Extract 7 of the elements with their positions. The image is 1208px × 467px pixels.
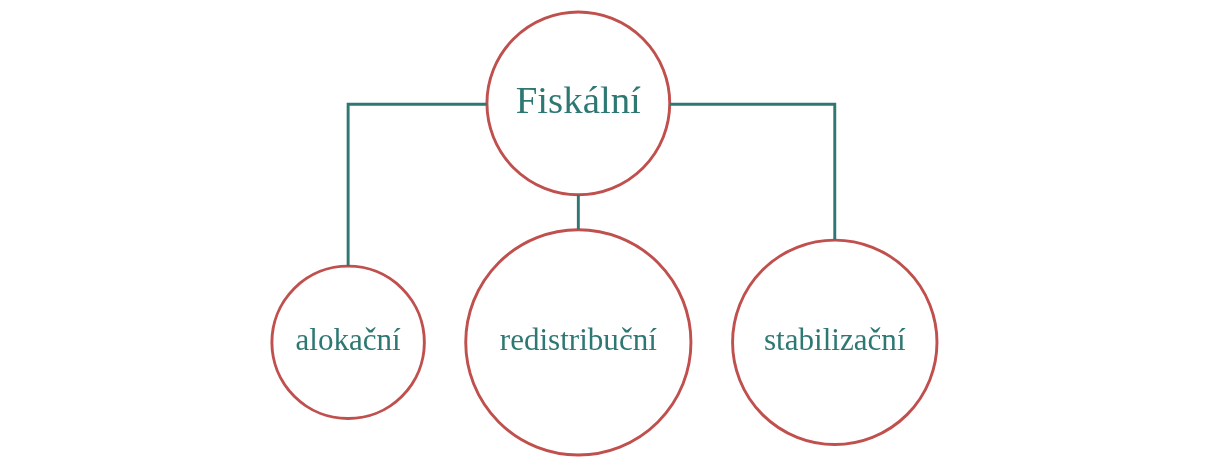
connector <box>669 102 836 240</box>
node-circle: Fiskální <box>485 10 671 197</box>
connector <box>576 194 580 230</box>
node-circle: redistribuční <box>463 228 692 457</box>
node-circle: alokační <box>269 264 426 420</box>
node-circle: stabilizační <box>730 238 938 446</box>
connector <box>346 102 487 267</box>
